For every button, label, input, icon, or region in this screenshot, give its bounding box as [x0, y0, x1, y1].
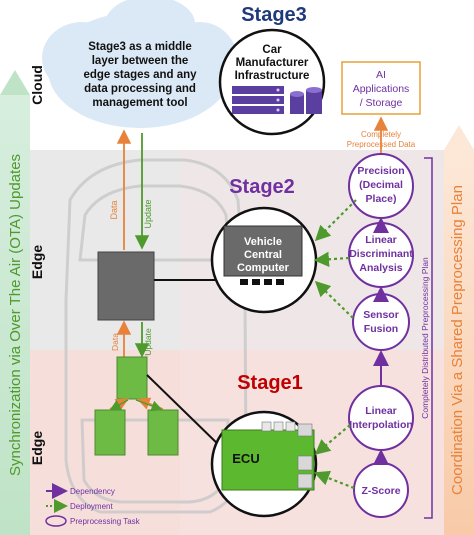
ecu-module: ECU [210, 410, 318, 518]
coordination-strip-arrow [444, 125, 474, 150]
ai-label-line: / Storage [360, 97, 403, 109]
ota-strip [0, 95, 30, 535]
plan-bracket [424, 157, 433, 519]
cloud-shape [42, 0, 238, 128]
plan-bracket-label: Completely Distributed Preprocessing Pla… [420, 257, 430, 419]
stage1-node-right [147, 409, 179, 456]
vcc-label-line: Central [244, 249, 282, 261]
cloud-layer-label: Cloud [29, 65, 45, 105]
cloud-text-line: Stage3 as a middle [88, 41, 192, 53]
cloud-text-line: layer between the [92, 55, 189, 67]
task-label-line: Z-Score [361, 485, 400, 497]
deployment-arrow [314, 199, 357, 242]
ota-strip-arrow [0, 70, 30, 95]
cloud-description: Stage3 as a middle layer between the edg… [83, 41, 197, 109]
stage1-connector [146, 374, 225, 451]
ecu-label: ECU [232, 451, 259, 466]
data-label-upper: Data [109, 200, 119, 219]
task-linear-interpolation: Linear Interpolation [348, 385, 414, 451]
task-precision: Precision (Decimal Place) [348, 153, 414, 219]
legend: Dependency Deployment Preprocessing Task [45, 483, 141, 527]
task-zscore: Z-Score [353, 462, 409, 518]
stage1-title: Stage1 [237, 372, 303, 394]
stage2-title: Stage2 [229, 176, 295, 198]
update-arrow-left-node [109, 399, 129, 411]
ai-label-line: Applications [353, 83, 410, 95]
legend-dependency-label: Dependency [70, 487, 115, 496]
deployment-arrow [313, 251, 350, 267]
ota-label: Synchronization via Over The Air (OTA) U… [7, 154, 24, 476]
task-label-line: Discriminant [349, 248, 413, 260]
cloud-text-line: edge stages and any [83, 69, 197, 81]
infra-label-line: Car [262, 44, 282, 56]
cloud-text-line: management tool [92, 97, 187, 109]
task-label-line: Place) [366, 193, 397, 205]
legend-task-label: Preprocessing Task [70, 517, 141, 526]
stage1-node-top [116, 356, 148, 400]
task-label-line: (Decimal [359, 179, 403, 191]
task-label-line: Analysis [359, 262, 402, 274]
infra-label-line: Infrastructure [235, 70, 310, 82]
car-manufacturer-infrastructure: Car Manufacturer Infrastructure [218, 28, 326, 136]
legend-task-swatch [45, 515, 67, 527]
task-lda: Linear Discriminant Analysis [348, 222, 414, 288]
data-label-lower: Data [110, 333, 120, 351]
vcc-label-line: Computer [237, 262, 290, 274]
cloud-text-line: data processing and [84, 83, 196, 95]
task-label-line: Fusion [364, 323, 398, 335]
task-label-line: Sensor [363, 309, 399, 321]
server-rack-icon [232, 86, 284, 114]
task-label-line: Interpolation [349, 419, 413, 431]
task-label-line: Linear [365, 234, 397, 246]
stage2-node [97, 251, 155, 321]
coordination-strip [444, 150, 474, 535]
ai-applications-box: AI Applications / Storage [341, 61, 421, 115]
deployment-arrow [313, 470, 355, 490]
deployment-arrow [314, 424, 351, 455]
ai-label-line: AI [376, 69, 386, 81]
update-arrow-right-node [135, 399, 163, 412]
task-sensor-fusion: Sensor Fusion [352, 293, 410, 351]
edge-lower-layer-label: Edge [29, 431, 45, 465]
edge-upper-layer-label: Edge [29, 245, 45, 279]
task-label-line: Linear [365, 405, 397, 417]
database-icon [290, 87, 322, 114]
vcc-label-line: Vehicle [244, 236, 282, 248]
stage1-node-left [94, 409, 126, 456]
update-label-upper: Update [143, 199, 153, 228]
coordination-label: Coordination Via a Shared Preprocessing … [449, 185, 466, 495]
stage3-title: Stage3 [241, 4, 307, 26]
legend-deployment-label: Deployment [70, 502, 113, 511]
infra-label-line: Manufacturer [236, 57, 309, 69]
update-label-lower: Update [143, 328, 153, 356]
deployment-arrow [314, 280, 354, 319]
vehicle-central-computer: Vehicle Central Computer [210, 206, 318, 314]
task-label-line: Precision [357, 165, 404, 177]
